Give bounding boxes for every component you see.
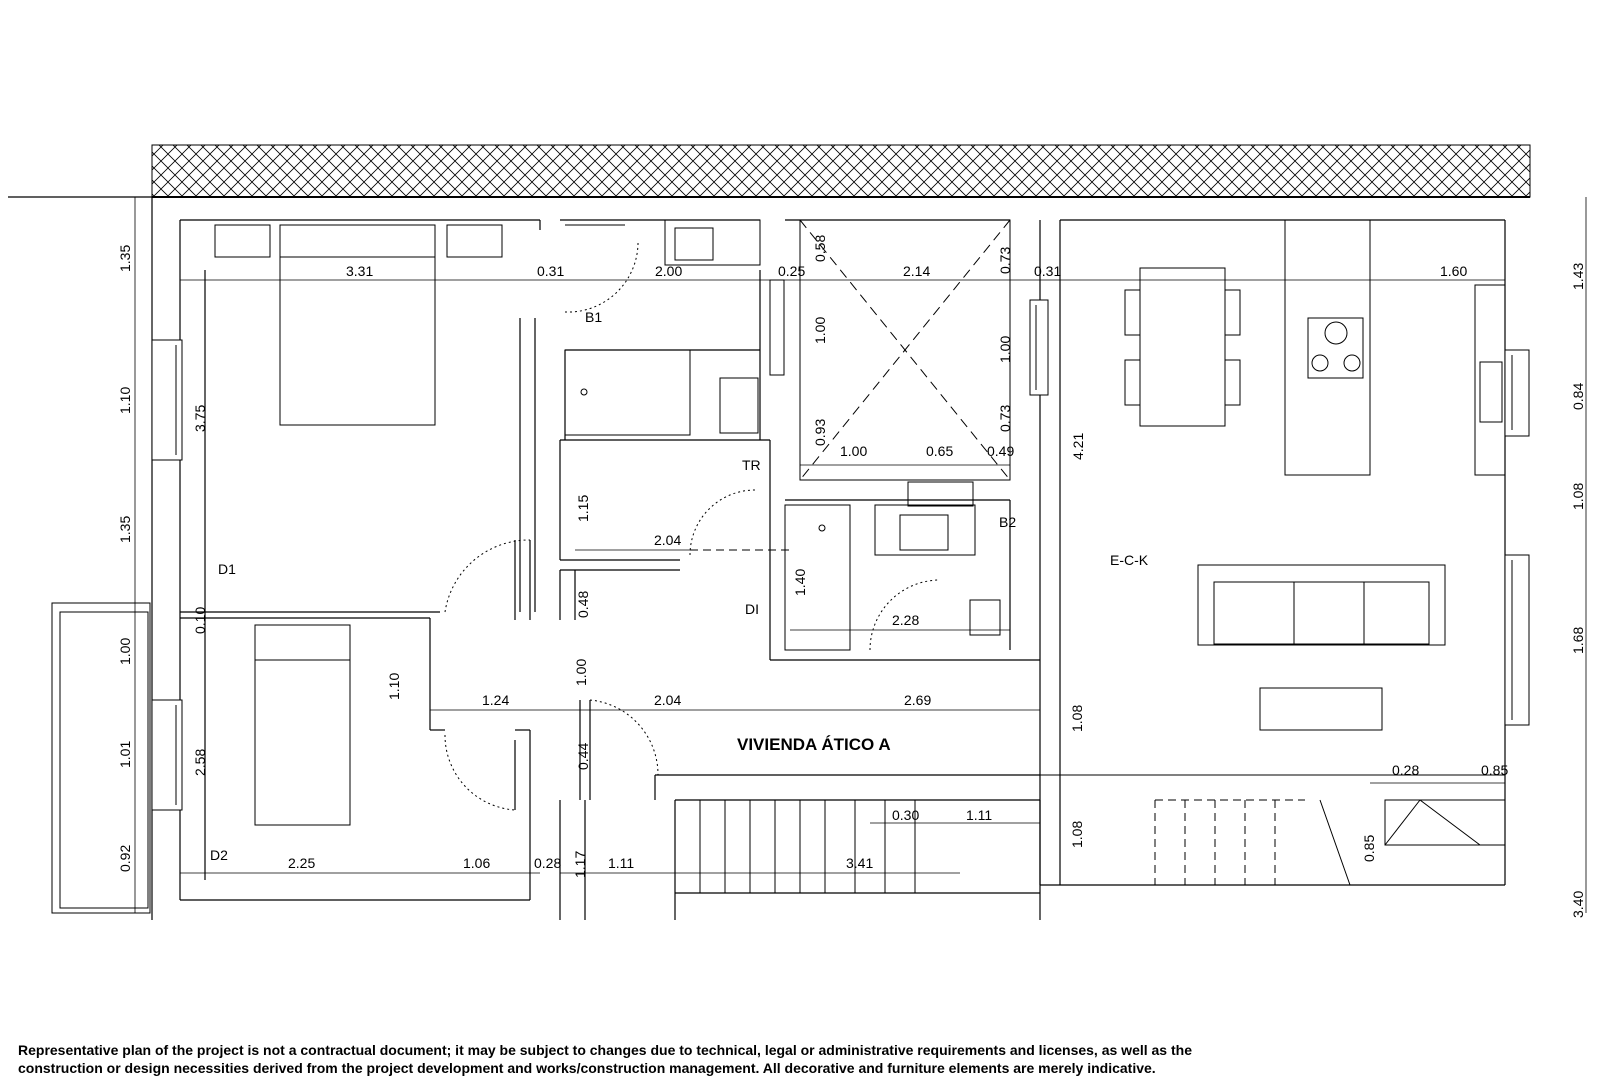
furniture bbox=[214, 219, 1506, 893]
dim-label: 0.93 bbox=[812, 419, 828, 446]
room-label-eck: E-C-K bbox=[1110, 552, 1149, 568]
dim-label: 1.60 bbox=[1440, 263, 1467, 279]
dim-label: 1.68 bbox=[1570, 627, 1586, 654]
dim-label: 1.00 bbox=[812, 317, 828, 344]
dim-label: 1.08 bbox=[1570, 483, 1586, 510]
dim-label: 0.65 bbox=[926, 443, 953, 459]
dim-label: 0.58 bbox=[812, 235, 828, 262]
dim-label: 1.00 bbox=[573, 659, 589, 686]
dim-label: 1.35 bbox=[117, 245, 133, 272]
walls bbox=[8, 196, 1506, 920]
room-label-tr: TR bbox=[742, 457, 761, 473]
dim-label: 1.15 bbox=[575, 495, 591, 522]
dim-label: 1.10 bbox=[117, 387, 133, 414]
dim-label: 1.08 bbox=[1069, 705, 1085, 732]
dim-label: 1.43 bbox=[1570, 263, 1586, 290]
balcony bbox=[51, 602, 151, 914]
dim-label: 1.10 bbox=[386, 673, 402, 700]
dim-label: 1.06 bbox=[463, 855, 490, 871]
door-swings bbox=[444, 239, 941, 811]
dim-label: 3.31 bbox=[346, 263, 373, 279]
dim-label: 2.04 bbox=[654, 692, 681, 708]
room-label-di: DI bbox=[745, 601, 759, 617]
dim-label: 0.49 bbox=[987, 443, 1014, 459]
dim-label: 2.28 bbox=[892, 612, 919, 628]
dim-label: 1.00 bbox=[840, 443, 867, 459]
disclaimer-line: Representative plan of the project is no… bbox=[18, 1042, 1192, 1058]
room-label-b1: B1 bbox=[585, 309, 602, 325]
dim-label: 4.21 bbox=[1070, 433, 1086, 460]
room-labels: D1 D2 B1 B2 TR DI E-C-K VIVIENDA ÁTICO A bbox=[210, 309, 1149, 863]
hatched-wall-band bbox=[151, 144, 1531, 198]
dim-label: 2.25 bbox=[288, 855, 315, 871]
dim-label: 1.40 bbox=[792, 569, 808, 596]
disclaimer: Representative plan of the project is no… bbox=[18, 1041, 1578, 1077]
dimension-labels: 1.35 1.10 1.35 1.00 1.01 0.92 1.43 0.84 … bbox=[117, 235, 1586, 918]
dim-label: 2.14 bbox=[903, 263, 930, 279]
patio-void bbox=[799, 219, 1011, 481]
dim-label: 1.00 bbox=[997, 336, 1013, 363]
dimension-lines bbox=[134, 197, 1587, 913]
dim-label: 2.69 bbox=[904, 692, 931, 708]
dim-label: 0.84 bbox=[1570, 383, 1586, 410]
dim-label: 1.11 bbox=[608, 855, 634, 871]
dim-label: 3.41 bbox=[846, 855, 873, 871]
dim-label: 2.00 bbox=[655, 263, 682, 279]
dim-label: 0.73 bbox=[997, 247, 1013, 274]
dim-label: 1.35 bbox=[117, 516, 133, 543]
dim-label: 0.31 bbox=[537, 263, 564, 279]
dim-label: 2.58 bbox=[192, 749, 208, 776]
room-label-b2: B2 bbox=[999, 514, 1016, 530]
room-label-d2: D2 bbox=[210, 847, 228, 863]
dim-label: 0.85 bbox=[1361, 835, 1377, 862]
dim-label: 1.08 bbox=[1069, 821, 1085, 848]
dim-label: 0.73 bbox=[997, 405, 1013, 432]
dim-label: 1.11 bbox=[966, 807, 992, 823]
dim-label: 0.10 bbox=[192, 607, 208, 634]
dim-label: 2.04 bbox=[654, 532, 681, 548]
dim-label: 0.31 bbox=[1034, 263, 1061, 279]
dim-label: 1.01 bbox=[117, 741, 133, 768]
dim-label: 3.75 bbox=[192, 405, 208, 432]
dim-label: 0.25 bbox=[778, 263, 805, 279]
dim-label: 3.40 bbox=[1570, 891, 1586, 918]
plan-title: VIVIENDA ÁTICO A bbox=[737, 735, 891, 754]
dim-label: 0.85 bbox=[1481, 762, 1508, 778]
room-label-d1: D1 bbox=[218, 561, 236, 577]
windows bbox=[151, 279, 1530, 811]
dim-label: 1.00 bbox=[117, 638, 133, 665]
dim-label: 1.17 bbox=[572, 851, 588, 878]
dim-label: 1.24 bbox=[482, 692, 509, 708]
dim-label: 0.30 bbox=[892, 807, 919, 823]
dim-label: 0.48 bbox=[575, 591, 591, 618]
disclaimer-line: construction or design necessities deriv… bbox=[18, 1060, 1156, 1076]
dim-label: 0.28 bbox=[1392, 762, 1419, 778]
dim-label: 0.92 bbox=[117, 845, 133, 872]
dim-label: 0.44 bbox=[575, 743, 591, 770]
dim-label: 0.28 bbox=[534, 855, 561, 871]
